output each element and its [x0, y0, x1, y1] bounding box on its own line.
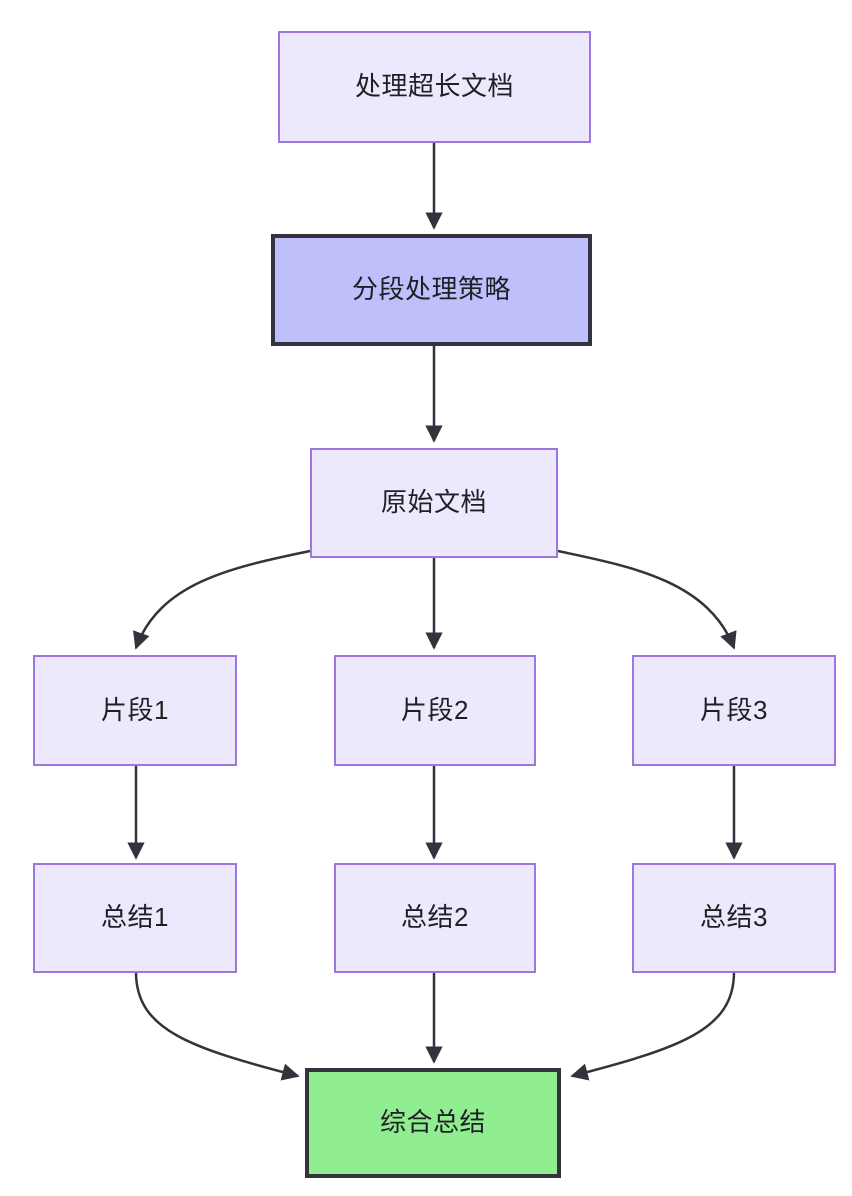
node-summary-3[interactable]: 总结3: [632, 863, 836, 973]
node-comprehensive-summary[interactable]: 综合总结: [305, 1068, 561, 1178]
edge-summary1-final: [134, 971, 300, 1081]
node-chunked-processing-strategy[interactable]: 分段处理策略: [271, 234, 592, 346]
node-label: 分段处理策略: [351, 274, 511, 305]
node-label: 片段3: [700, 694, 768, 725]
edge-source-chunk1: [133, 549, 311, 650]
node-process-long-document[interactable]: 处理超长文档: [278, 31, 591, 143]
node-label: 原始文档: [380, 487, 487, 518]
edge-source-chunk3: [557, 549, 737, 650]
edge-summary3-final: [570, 971, 736, 1081]
node-chunk-3[interactable]: 片段3: [632, 655, 836, 766]
node-source-document[interactable]: 原始文档: [310, 448, 558, 558]
node-label: 片段2: [401, 694, 469, 725]
node-label: 总结2: [401, 902, 469, 933]
node-summary-2[interactable]: 总结2: [334, 863, 536, 973]
node-label: 处理超长文档: [354, 71, 514, 102]
node-label: 总结3: [700, 902, 768, 933]
node-chunk-2[interactable]: 片段2: [334, 655, 536, 766]
node-label: 总结1: [101, 902, 169, 933]
node-label: 综合总结: [379, 1107, 486, 1138]
node-summary-1[interactable]: 总结1: [33, 863, 237, 973]
node-label: 片段1: [101, 694, 169, 725]
node-chunk-1[interactable]: 片段1: [33, 655, 237, 766]
